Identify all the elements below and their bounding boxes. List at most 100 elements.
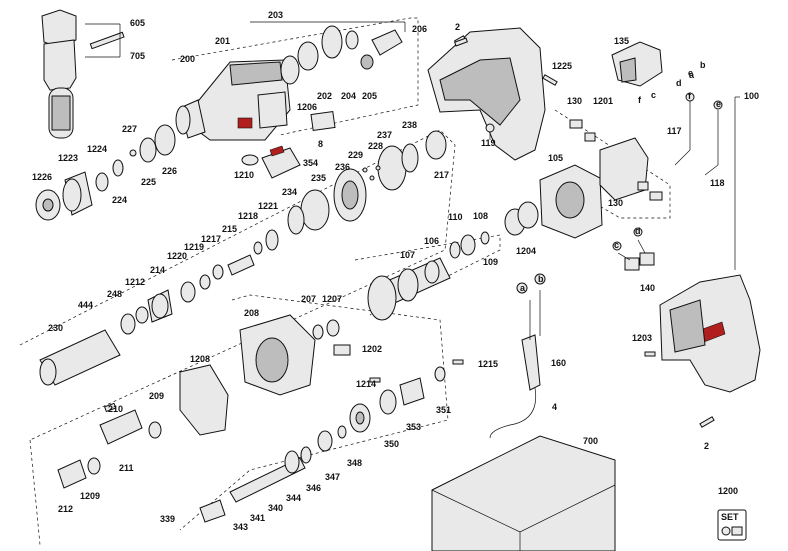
label-229: 229 (348, 150, 363, 160)
label-226: 226 (162, 166, 177, 176)
label-106: 106 (424, 236, 439, 246)
label-4: 4 (552, 402, 557, 412)
label-1204: 1204 (516, 246, 536, 256)
label-d-brush: d (635, 226, 641, 236)
label-210: 210 (108, 404, 123, 414)
chuck-front-parts (35, 124, 176, 221)
label-1223: 1223 (58, 153, 78, 163)
label-227: 227 (122, 124, 137, 134)
label-1208: 1208 (190, 354, 210, 364)
gear-train (333, 130, 447, 222)
label-340: 340 (268, 503, 283, 513)
label-117: 117 (667, 126, 682, 136)
trigger-switch (611, 41, 663, 87)
gear-housing (175, 59, 291, 141)
label-1218: 1218 (238, 211, 258, 221)
label-705: 705 (130, 51, 145, 61)
label-207: 207 (301, 294, 316, 304)
label-1206: 1206 (297, 102, 317, 112)
label-202: 202 (317, 91, 332, 101)
part-labels: 605 705 203 206 201 200 202 204 205 1206… (32, 10, 759, 532)
sds-chuck-parts (57, 402, 162, 489)
mode-selector (241, 145, 301, 179)
label-225: 225 (141, 177, 156, 187)
label-201: 201 (215, 36, 230, 46)
label-346: 346 (306, 483, 321, 493)
label-211: 211 (119, 463, 134, 473)
label-204: 204 (341, 91, 356, 101)
label-347: 347 (325, 472, 340, 482)
carbon-brushes (612, 227, 655, 271)
label-1221: 1221 (258, 201, 278, 211)
label-1215: 1215 (478, 359, 498, 369)
label-228: 228 (368, 141, 383, 151)
label-700: 700 (583, 436, 598, 446)
label-1220: 1220 (167, 251, 187, 261)
label-1225: 1225 (552, 61, 572, 71)
label-1214: 1214 (356, 379, 376, 389)
label-230: 230 (48, 323, 63, 333)
label-350: 350 (384, 439, 399, 449)
connection-wires (674, 92, 723, 176)
label-236: 236 (335, 162, 350, 172)
label-215: 215 (222, 224, 237, 234)
label-140: 140 (640, 283, 655, 293)
label-214: 214 (150, 265, 165, 275)
label-a-top: a (689, 70, 695, 80)
label-234: 234 (282, 187, 297, 197)
label-b-top: b (700, 60, 706, 70)
label-605: 605 (130, 18, 145, 28)
label-a-cord: a (520, 283, 526, 293)
label-108: 108 (473, 211, 488, 221)
label-343: 343 (233, 522, 248, 532)
set-icon (717, 509, 747, 541)
label-1207: 1207 (322, 294, 342, 304)
label-205: 205 (362, 91, 377, 101)
label-160: 160 (551, 358, 566, 368)
label-2-bot: 2 (704, 441, 709, 451)
label-209: 209 (149, 391, 164, 401)
label-351: 351 (436, 405, 451, 415)
label-444: 444 (78, 300, 93, 310)
label-100: 100 (744, 91, 759, 101)
label-1226: 1226 (32, 172, 52, 182)
label-203: 203 (268, 10, 283, 20)
label-1224: 1224 (87, 144, 107, 154)
drive-shaft (199, 359, 464, 523)
label-1200: 1200 (718, 486, 738, 496)
label-353: 353 (406, 422, 421, 432)
label-344: 344 (286, 493, 301, 503)
label-8: 8 (318, 139, 323, 149)
intermediate-flange (239, 314, 351, 396)
label-135: 135 (614, 36, 629, 46)
label-set: SET (721, 512, 739, 522)
label-130-top: 130 (567, 96, 582, 106)
label-208: 208 (244, 308, 259, 318)
label-237: 237 (377, 130, 392, 140)
label-348: 348 (347, 458, 362, 468)
label-200: 200 (180, 54, 195, 64)
label-119: 119 (481, 138, 496, 148)
label-1201: 1201 (593, 96, 613, 106)
handle-housing (659, 274, 761, 393)
label-f-top: f (638, 95, 642, 105)
power-cord (489, 273, 546, 439)
label-d-top: d (676, 78, 682, 88)
label-212: 212 (58, 504, 73, 514)
stator (539, 119, 663, 239)
label-217: 217 (434, 170, 449, 180)
label-107: 107 (400, 250, 415, 260)
label-1210: 1210 (234, 170, 254, 180)
label-1202: 1202 (362, 344, 382, 354)
label-1212: 1212 (125, 277, 145, 287)
label-206: 206 (412, 24, 427, 34)
label-f-wire: f (688, 91, 692, 101)
label-c-top: c (651, 90, 656, 100)
motor-housing (427, 27, 546, 161)
label-238: 238 (402, 120, 417, 130)
label-1203: 1203 (632, 333, 652, 343)
hammer-mechanism (39, 189, 330, 386)
label-110: 110 (448, 212, 463, 222)
side-handle (41, 9, 125, 139)
